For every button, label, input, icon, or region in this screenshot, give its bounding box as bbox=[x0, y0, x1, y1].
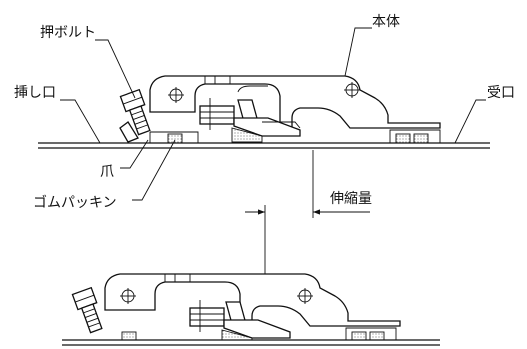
leader-socket bbox=[454, 99, 486, 144]
wedge-hatch-2 bbox=[221, 329, 253, 341]
rubber-packing-right-2a bbox=[351, 331, 367, 341]
push-bolt-2 bbox=[71, 286, 103, 334]
label-spigot: 挿し口 bbox=[14, 85, 56, 101]
label-push-bolt: 押ボルト bbox=[40, 25, 96, 41]
claw-mechanism-2 bbox=[189, 300, 291, 339]
main-body bbox=[149, 75, 441, 133]
bolt-hole-left-2 bbox=[120, 288, 136, 304]
rubber-packing-right-a bbox=[395, 133, 411, 144]
bottom-joint bbox=[62, 273, 440, 346]
top-joint bbox=[38, 27, 490, 201]
leader-rubber-packing bbox=[132, 139, 176, 201]
bolt-bracket bbox=[119, 121, 139, 143]
wedge-hatch bbox=[231, 127, 263, 143]
rubber-packing-right-2b bbox=[369, 331, 385, 341]
socket-seat-2 bbox=[345, 327, 397, 341]
label-main-body: 本体 bbox=[372, 14, 400, 30]
bolt-hole-right-2 bbox=[297, 288, 313, 304]
extension-dimension bbox=[245, 150, 370, 290]
body-ribs-2 bbox=[164, 274, 191, 282]
label-rubber-packing: ゴムパッキン bbox=[33, 194, 117, 211]
main-body-2 bbox=[104, 273, 401, 331]
rubber-packing-right-b bbox=[413, 133, 429, 144]
bolt-hole-left bbox=[168, 87, 184, 103]
socket-seat bbox=[389, 129, 441, 144]
body-ribs bbox=[204, 76, 231, 84]
push-bolt bbox=[119, 88, 151, 136]
rubber-packing-left bbox=[167, 133, 183, 144]
claw-mechanism bbox=[199, 98, 301, 137]
leader-claw bbox=[120, 139, 149, 169]
label-claw: 爪 bbox=[100, 164, 114, 180]
leader-push-bolt bbox=[95, 39, 136, 99]
body-inner-line bbox=[237, 85, 268, 93]
spigot-seat bbox=[149, 131, 199, 143]
bolt-hole-right bbox=[344, 82, 360, 98]
leader-main-body bbox=[344, 27, 372, 77]
label-extension: 伸縮量 bbox=[330, 191, 372, 207]
rubber-packing-left-2 bbox=[121, 331, 137, 341]
leader-spigot bbox=[60, 99, 101, 144]
label-socket: 受口 bbox=[487, 85, 515, 101]
